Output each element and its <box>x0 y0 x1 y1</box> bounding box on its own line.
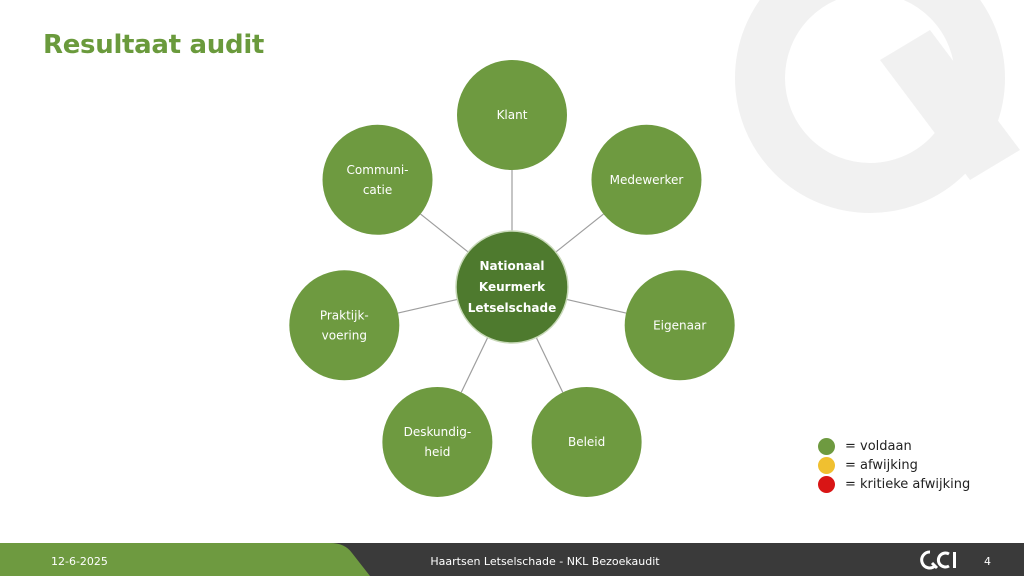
q-watermark-icon <box>735 0 1020 213</box>
center-circle <box>455 230 569 344</box>
node-communicatie: Communi-catie <box>322 124 433 235</box>
connector-line-eigenaar <box>566 298 627 314</box>
connector-line-beleid <box>535 337 564 393</box>
node-circle <box>322 124 433 235</box>
node-label: Keurmerk <box>479 280 546 294</box>
node-label: Nationaal <box>479 259 544 273</box>
footer-bar <box>0 543 1024 576</box>
legend-swatch-kritieke-afwijking <box>818 476 835 493</box>
node-klant: Klant <box>457 60 567 170</box>
footer-title: Haartsen Letselschade - NKL Bezoekaudit <box>430 555 660 568</box>
connectors <box>397 170 627 393</box>
node-circle <box>289 270 400 381</box>
node-circle <box>624 270 735 381</box>
node-label: Beleid <box>568 435 605 449</box>
node-beleid: Beleid <box>531 386 642 497</box>
node-label: Communi- <box>347 163 409 177</box>
node-praktijkvoering: Praktijk-voering <box>289 270 400 381</box>
connector-line-praktijkvoering <box>397 298 458 314</box>
connector-line-medewerker <box>555 213 604 253</box>
node-label: voering <box>322 328 367 342</box>
node-label: Deskundig- <box>404 425 472 439</box>
footer-date: 12-6-2025 <box>51 555 108 568</box>
legend-item-afwijking: = afwijking <box>818 456 970 475</box>
legend-item-voldaan: = voldaan <box>818 437 970 456</box>
node-label: catie <box>363 183 392 197</box>
legend-label: = voldaan <box>845 439 912 454</box>
slide-title: Resultaat audit <box>43 30 265 60</box>
node-label: Klant <box>497 108 528 122</box>
node-medewerker: Medewerker <box>591 124 702 235</box>
node-deskundigheid: Deskundig-heid <box>382 386 493 497</box>
node-circle <box>382 386 493 497</box>
legend-swatch-afwijking <box>818 457 835 474</box>
node-label: Letselschade <box>468 301 557 315</box>
legend: = voldaan = afwijking = kritieke afwijki… <box>818 437 970 494</box>
page-number: 4 <box>984 555 991 568</box>
legend-item-kritieke-afwijking: = kritieke afwijking <box>818 475 970 494</box>
connector-line-deskundigheid <box>460 337 489 393</box>
legend-swatch-voldaan <box>818 438 835 455</box>
qci-logo-icon <box>920 550 956 570</box>
connector-line-communicatie <box>420 213 469 253</box>
node-label: heid <box>424 445 450 459</box>
node-label: Praktijk- <box>320 308 369 322</box>
node-circle <box>591 124 702 235</box>
legend-label: = kritieke afwijking <box>845 477 971 492</box>
node-eigenaar: Eigenaar <box>624 270 735 381</box>
node-label: Medewerker <box>610 173 684 187</box>
node-label: Eigenaar <box>653 318 706 332</box>
legend-label: = afwijking <box>845 458 918 473</box>
node-circle <box>457 60 567 170</box>
node-circle <box>531 386 642 497</box>
